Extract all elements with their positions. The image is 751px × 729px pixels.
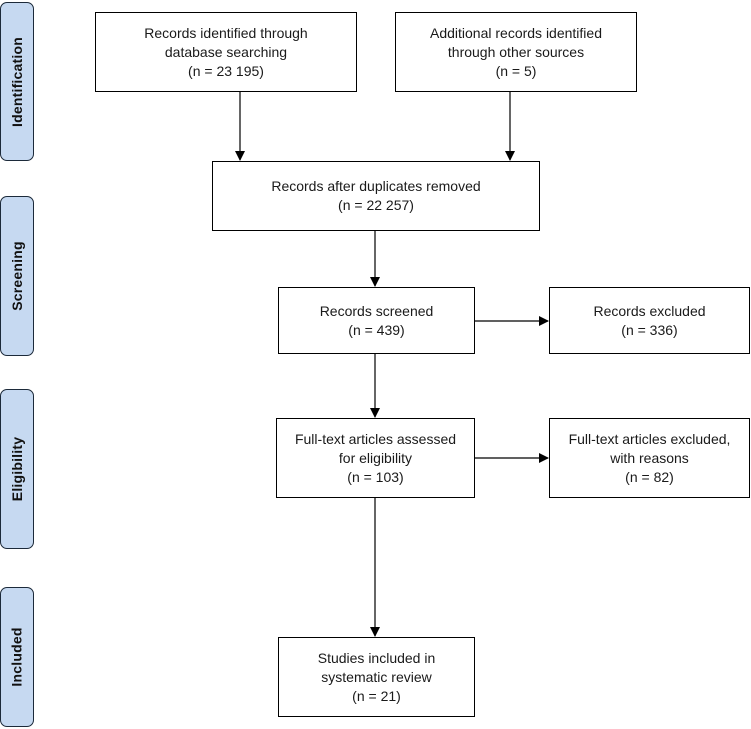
box-excluded-line1: Records excluded bbox=[593, 302, 706, 319]
box-screened-line1: Records screened bbox=[319, 302, 434, 319]
box-screened-count: (n = 439) bbox=[348, 321, 405, 338]
box-duplicates-line1: Records after duplicates removed bbox=[271, 178, 481, 194]
box-fulltext-excluded-count: (n = 82) bbox=[625, 468, 674, 485]
box-fulltext-line1: Full-text articles assessed bbox=[294, 430, 457, 447]
box-duplicates-count: (n = 22 257) bbox=[338, 197, 414, 213]
box-included-line1: Studies included in bbox=[317, 649, 436, 666]
box-included-count: (n = 21) bbox=[352, 687, 401, 704]
box-additional-count: (n = 5) bbox=[495, 62, 537, 79]
box-database-line1: Records identified through bbox=[144, 24, 308, 41]
box-fulltext-excluded: Full-text articles excluded, with reason… bbox=[549, 418, 750, 498]
box-database-line2: database searching bbox=[164, 43, 288, 60]
box-additional-line1: Additional records identified bbox=[430, 24, 602, 41]
box-fulltext-excluded-line1: Full-text articles excluded, bbox=[568, 430, 731, 447]
phase-screening: Screening bbox=[0, 196, 34, 356]
box-fulltext-count: (n = 103) bbox=[347, 468, 404, 485]
box-fulltext-assessed: Full-text articles assessed for eligibil… bbox=[276, 418, 475, 498]
box-included-line2: systematic review bbox=[321, 668, 432, 685]
box-additional-line2: through other sources bbox=[447, 43, 585, 60]
phase-identification: Identification bbox=[0, 2, 34, 161]
box-duplicates-removed: Records after duplicates removed (n = 22… bbox=[212, 161, 540, 231]
box-fulltext-excluded-line2: with reasons bbox=[610, 449, 689, 466]
box-excluded-count: (n = 336) bbox=[621, 321, 678, 338]
phase-eligibility: Eligibility bbox=[0, 389, 34, 549]
box-studies-included: Studies included in systematic review (n… bbox=[278, 637, 475, 717]
box-additional-records: Additional records identified through ot… bbox=[395, 12, 637, 92]
phase-included: Included bbox=[0, 587, 34, 727]
box-database-records: Records identified through database sear… bbox=[95, 12, 357, 92]
box-records-excluded: Records excluded (n = 336) bbox=[549, 287, 750, 354]
box-database-count: (n = 23 195) bbox=[188, 62, 264, 79]
box-fulltext-line2: for eligibility bbox=[338, 449, 413, 466]
box-records-screened: Records screened (n = 439) bbox=[278, 287, 475, 354]
